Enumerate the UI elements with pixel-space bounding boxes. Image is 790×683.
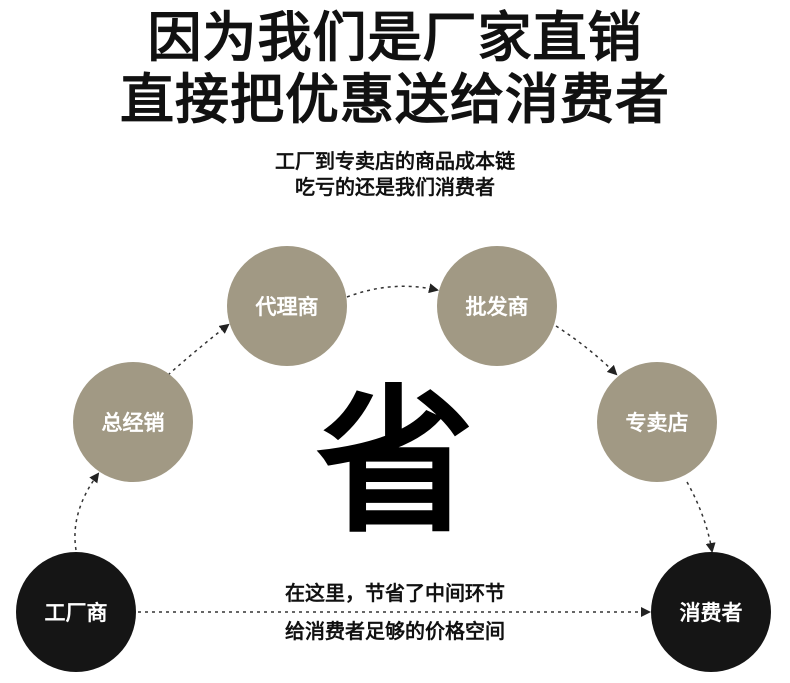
node-wholesaler-label: 批发商 xyxy=(465,295,529,319)
node-general-distributor: 总经销 xyxy=(73,362,193,482)
saving-text-line-1: 在这里，节省了中间环节 xyxy=(285,581,505,605)
node-agent: 代理商 xyxy=(227,246,347,366)
subheadline-line-1: 工厂到专卖店的商品成本链 xyxy=(275,149,515,173)
node-consumer-label: 消费者 xyxy=(679,601,743,625)
arrow-factory-to-gm xyxy=(74,472,100,551)
saving-text-line-2: 给消费者足够的价格空间 xyxy=(285,619,505,643)
subheadline-line-2: 吃亏的还是我们消费者 xyxy=(295,175,495,199)
node-factory-label: 工厂商 xyxy=(44,601,108,625)
node-store: 专卖店 xyxy=(597,362,717,482)
node-wholesaler: 批发商 xyxy=(437,246,557,366)
node-general-distributor-label: 总经销 xyxy=(101,411,165,435)
node-consumer: 消费者 xyxy=(651,552,771,672)
arrow-gm-to-agent xyxy=(167,323,230,376)
headline-line-2: 直接把优惠送给消费者 xyxy=(120,68,670,131)
headline-line-1: 因为我们是厂家直销 xyxy=(147,6,643,69)
node-factory: 工厂商 xyxy=(16,552,136,672)
node-store-label: 专卖店 xyxy=(625,411,689,435)
arrow-store-to-consumer xyxy=(686,481,716,553)
save-character: 省 xyxy=(316,371,474,555)
node-agent-label: 代理商 xyxy=(255,295,319,319)
arrow-agent-to-wholesaler xyxy=(346,283,439,298)
arrow-wholesaler-to-store xyxy=(555,325,618,376)
